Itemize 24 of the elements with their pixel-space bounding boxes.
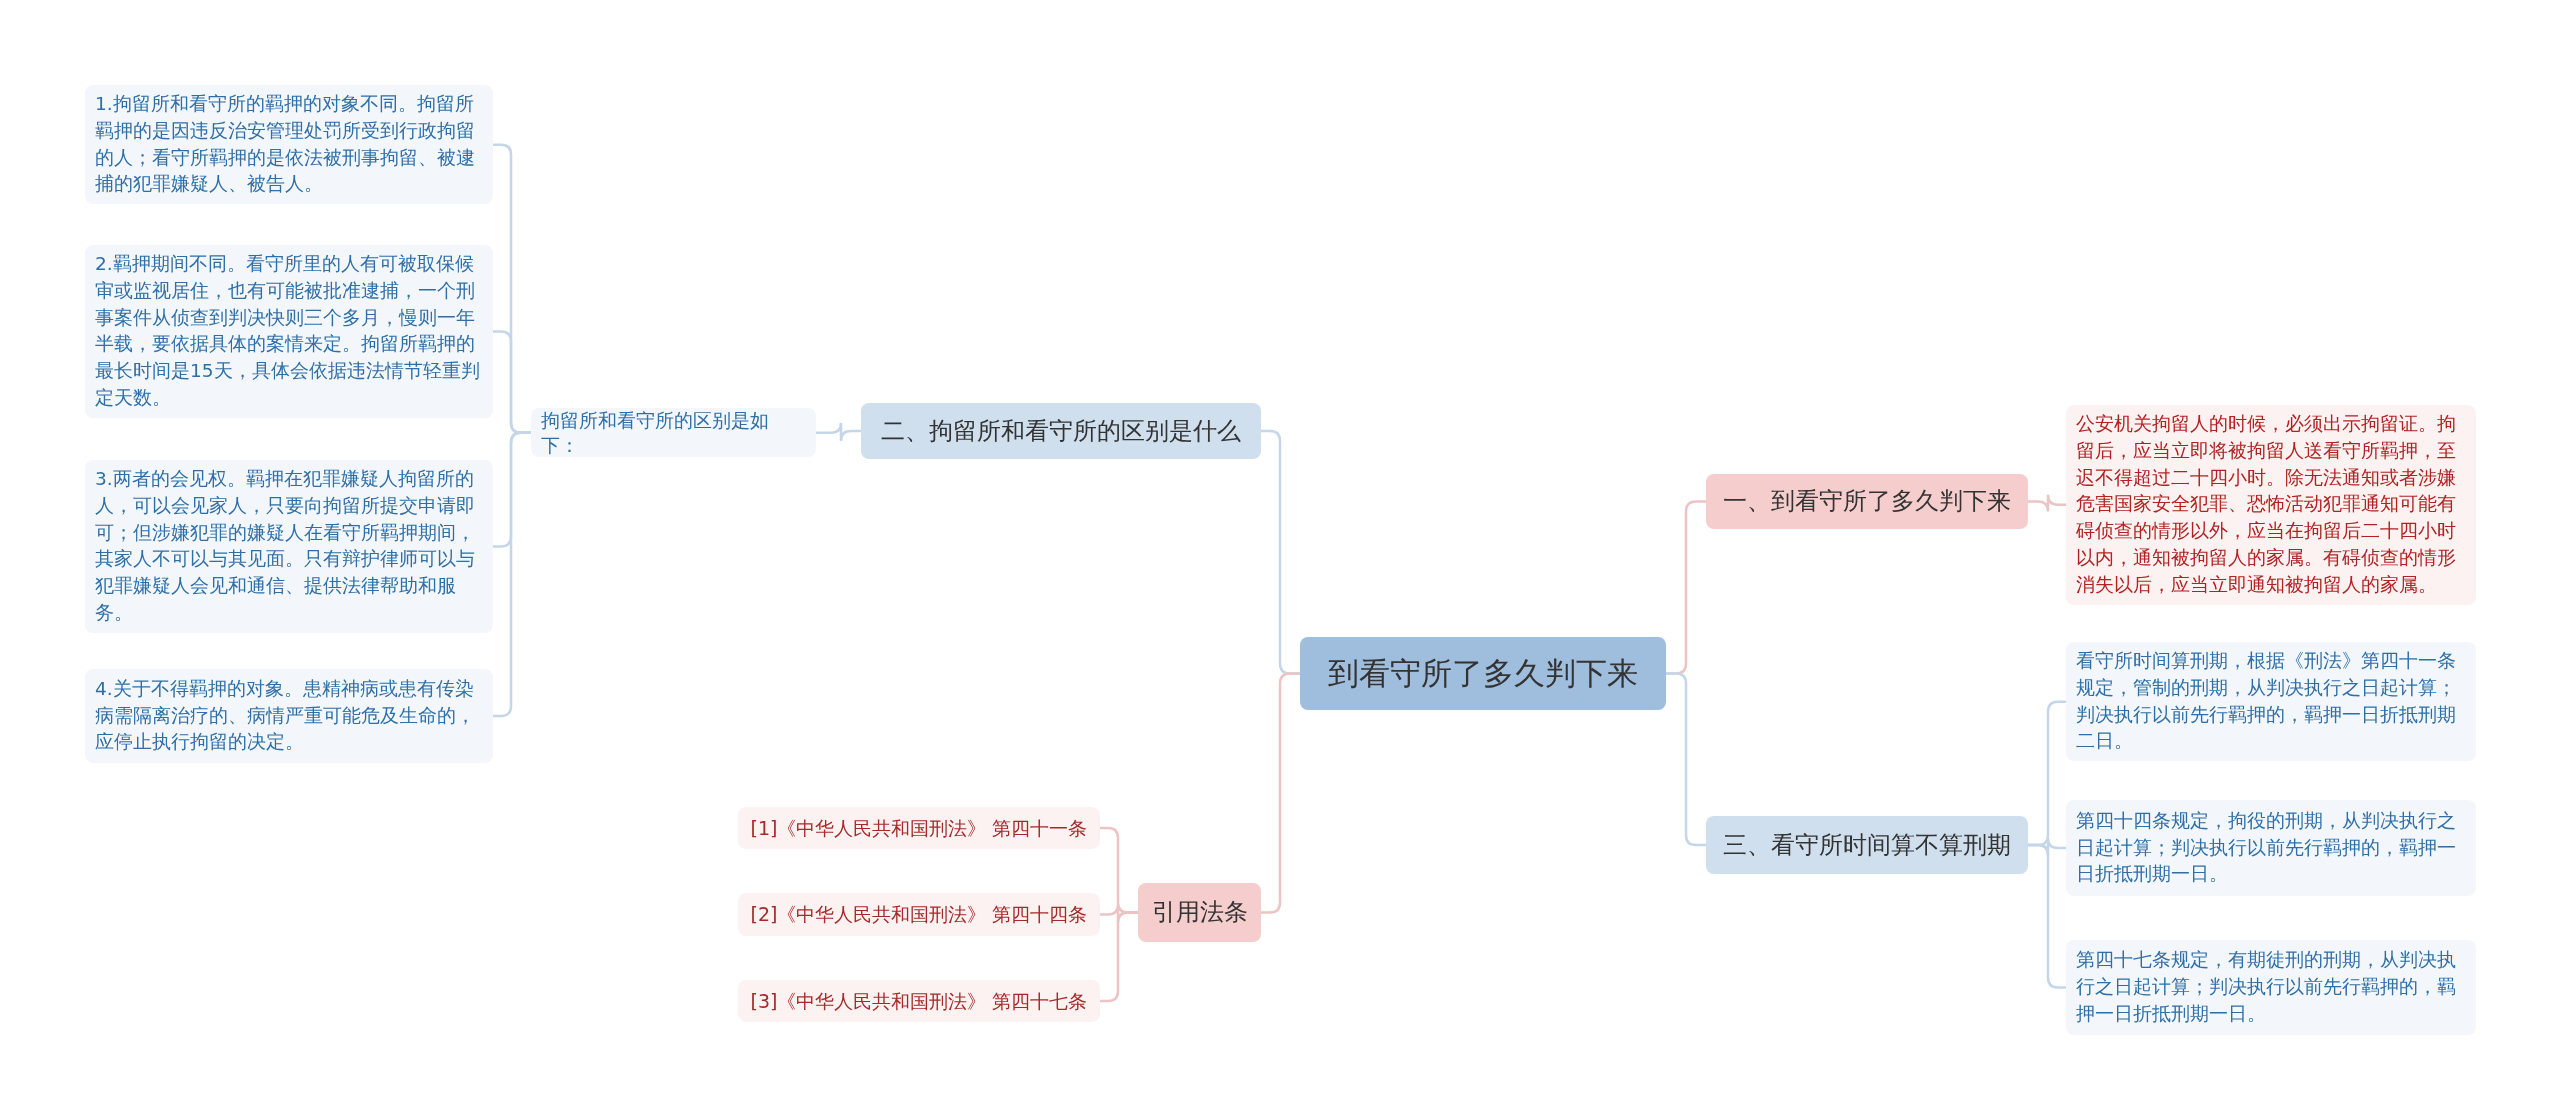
citation-box: [1]《中华人民共和国刑法》 第四十一条 — [738, 807, 1100, 849]
note-box: 看守所时间算刑期，根据《刑法》第四十一条规定，管制的刑期，从判决执行之日起计算；判决执行以前先行羁押的，羁押一日折抵刑期二日。 — [2066, 642, 2476, 762]
citation-box: [2]《中华人民共和国刑法》 第四十四条 — [738, 893, 1100, 936]
note-box: 2.羁押期间不同。看守所里的人有可被取保候审或监视居住，也有可能被批准逮捕，一个刑事案件从侦查到判决快则三个多月，慢则一年半载，要依据具体的案情来定。拘留所羁押的最长时间是15天，具体会依据违法情节轻重判定天数。 — [85, 245, 493, 418]
note-box: 第四十七条规定，有期徒刑的刑期，从判决执行之日起计算；判决执行以前先行羁押的，羁押一日折抵刑期一日。 — [2066, 940, 2476, 1035]
connector-line — [1666, 672, 1706, 847]
connector-line — [1100, 911, 1138, 1003]
connector-line — [1261, 672, 1300, 914]
topic-box: 三、看守所时间算不算刑期 — [1706, 816, 2028, 874]
note-box: 1.拘留所和看守所的羁押的对象不同。拘留所羁押的是因违反治安管理处罚所受到行政拘留的人；看守所羁押的是依法被刑事拘留、被逮捕的犯罪嫌疑人、被告人。 — [85, 85, 493, 205]
topic-box: 一、到看守所了多久判下来 — [1706, 474, 2028, 529]
note-box: 第四十四条规定，拘役的刑期，从判决执行之日起计算；判决执行以前先行羁押的，羁押一日折抵刑期一日。 — [2066, 800, 2476, 896]
connector-line — [2028, 843, 2066, 989]
topic-box: 二、拘留所和看守所的区别是什么 — [861, 403, 1261, 459]
connector-line — [493, 431, 531, 718]
note-box: 4.关于不得羁押的对象。患精神病或患有传染病需隔离治疗的、病情严重可能危及生命的，应停止执行拘留的决定。 — [85, 669, 493, 763]
topic-box: 引用法条 — [1138, 883, 1261, 942]
citation-box: [3]《中华人民共和国刑法》 第四十七条 — [738, 980, 1100, 1022]
note-box: 公安机关拘留人的时候，必须出示拘留证。拘留后，应当立即将被拘留人送看守所羁押，至迟不得超过二十四小时。除无法通知或者涉嫌危害国家安全犯罪、恐怖活动犯罪通知可能有碍侦查的情形以外，应当在拘留后二十四小时以内，通知被拘留人的家属。有碍侦查的情形消失以后，应当立即通知被拘留人的家属。 — [2066, 405, 2476, 605]
central-topic-box: 到看守所了多久判下来 — [1300, 637, 1666, 710]
connector-line — [2028, 493, 2066, 513]
connector-line — [816, 421, 861, 443]
note-box: 3.两者的会见权。羁押在犯罪嫌疑人拘留所的人，可以会见家人，只要向拘留所提交申请即可；但涉嫌犯罪的嫌疑人在看守所羁押期间，其家人不可以与其见面。只有辩护律师可以与犯罪嫌疑人会见和通信、提供法律帮助和服务。 — [85, 460, 493, 633]
subtopic-box: 拘留所和看守所的区别是如下： — [531, 408, 816, 458]
